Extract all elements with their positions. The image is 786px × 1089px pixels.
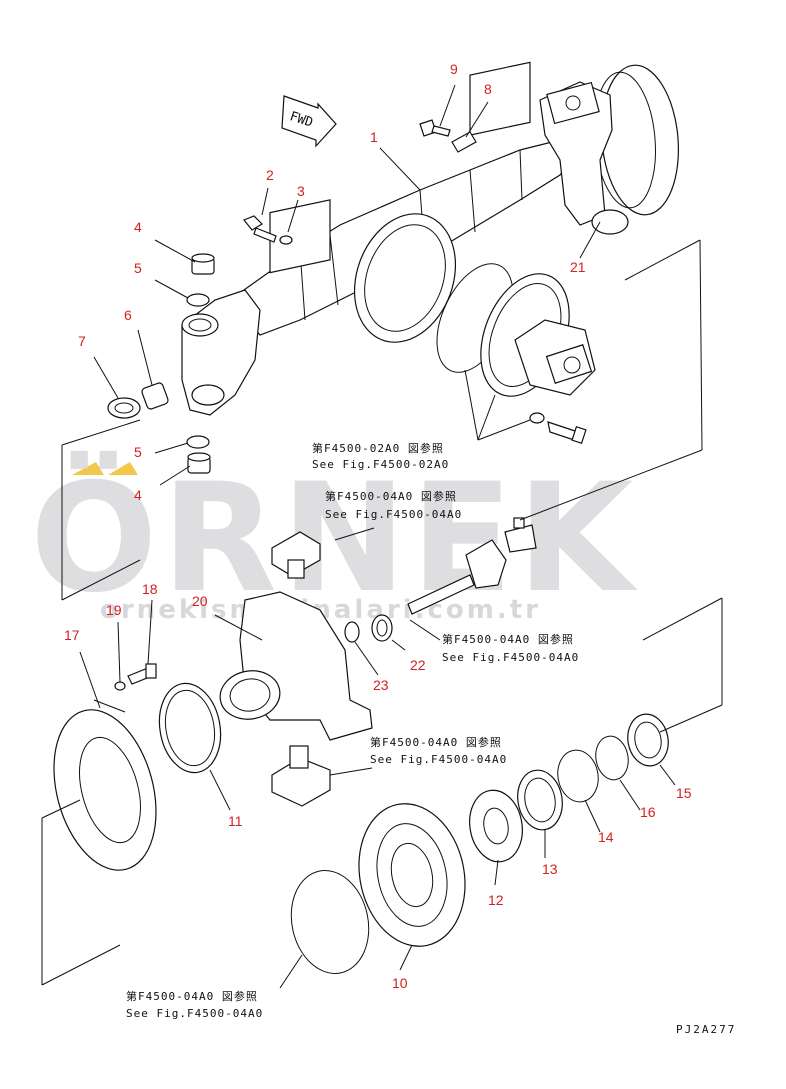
part-number-14: 14 (598, 829, 614, 845)
ref-1-jp: 第F4500-02A0 図参照 (312, 441, 444, 455)
brake-disc (53, 709, 157, 871)
right-hub (539, 64, 680, 235)
part-number-20: 20 (192, 593, 208, 609)
part-number-15: 15 (676, 785, 692, 801)
part-number-13: 13 (542, 861, 558, 877)
rings (517, 713, 669, 831)
part-number-17: 17 (64, 627, 80, 643)
reference-notes: 第F4500-02A0 図参照 See Fig.F4500-02A0 第F450… (126, 441, 579, 1020)
part-number-23: 23 (373, 677, 389, 693)
o-ring (290, 870, 370, 974)
leader-lines (41, 84, 723, 989)
seal-ring-11 (158, 682, 222, 774)
bolt-18 (114, 663, 157, 691)
part-number-5-bottom: 5 (134, 444, 142, 460)
ref-3-en: See Fig.F4500-04A0 (442, 651, 579, 664)
ref-4-en: See Fig.F4500-04A0 (370, 753, 507, 766)
part-number-1: 1 (370, 129, 378, 145)
ref-2-jp: 第F4500-04A0 図参照 (325, 489, 457, 503)
ref-3-jp: 第F4500-04A0 図参照 (442, 632, 574, 646)
left-mount (181, 289, 261, 416)
part-number-12: 12 (488, 892, 504, 908)
part-number-5-top: 5 (134, 260, 142, 276)
shaft-seals (344, 614, 393, 643)
part-number-4-top: 4 (134, 219, 142, 235)
part-number-7: 7 (78, 333, 86, 349)
part-number-labels: 1 2 3 4 5 6 7 5 4 8 9 21 18 19 17 20 22 … (64, 61, 692, 991)
part-number-11: 11 (228, 813, 243, 829)
part-number-16: 16 (640, 804, 656, 820)
fwd-arrow: FWD (281, 95, 337, 148)
small-bolts (243, 119, 477, 245)
differential (480, 273, 596, 397)
axle-shaft (407, 517, 537, 615)
part-number-21: 21 (570, 259, 586, 275)
watermark-accent-left (72, 462, 104, 475)
diff-bolt (529, 412, 587, 444)
wheel-hub (358, 803, 466, 947)
ref-5-en: See Fig.F4500-04A0 (126, 1007, 263, 1020)
part-number-6: 6 (124, 307, 132, 323)
drawing-code: PJ2A277 (676, 1023, 736, 1036)
part-number-4-bottom: 4 (134, 487, 142, 503)
part-number-19: 19 (106, 602, 122, 618)
part-number-22: 22 (410, 657, 426, 673)
part-number-9: 9 (450, 61, 458, 77)
ref-4-jp: 第F4500-04A0 図参照 (370, 735, 502, 749)
part-number-3: 3 (297, 183, 305, 199)
part-number-2: 2 (266, 167, 274, 183)
kingpin-caps (271, 531, 331, 807)
housing-flange (353, 213, 457, 343)
bushings (107, 253, 215, 474)
ref-5-jp: 第F4500-04A0 図参照 (126, 989, 258, 1003)
part-number-18: 18 (142, 581, 158, 597)
steering-knuckle (219, 591, 373, 741)
watermark: ÖRNEK ornekismakinalari.com.tr (30, 450, 634, 626)
part-number-10: 10 (392, 975, 408, 991)
bearing-12 (469, 789, 523, 863)
ref-1-en: See Fig.F4500-02A0 (312, 458, 449, 471)
fwd-label: FWD (288, 109, 315, 131)
part-number-8: 8 (484, 81, 492, 97)
watermark-accent-right (108, 462, 138, 475)
ref-2-en: See Fig.F4500-04A0 (325, 508, 462, 521)
